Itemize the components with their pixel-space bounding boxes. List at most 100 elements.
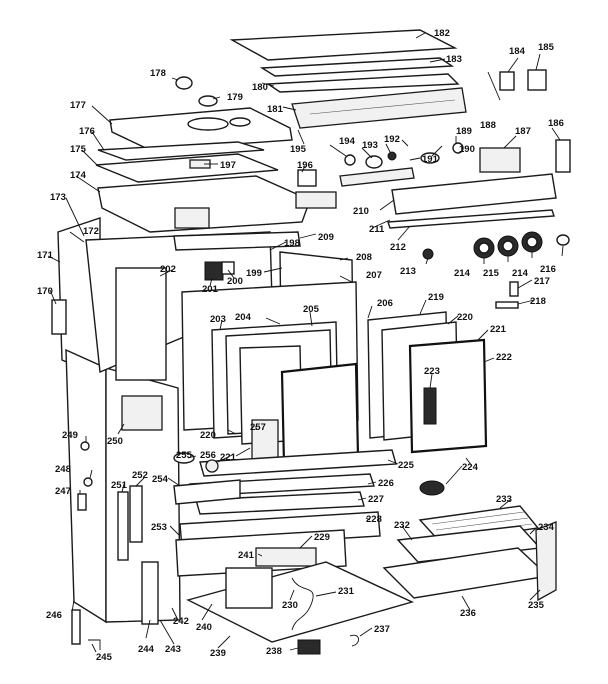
callout-233: 233	[496, 494, 512, 505]
terminal-block	[297, 639, 321, 655]
callout-201: 201	[202, 284, 219, 295]
door-handle	[423, 387, 437, 425]
timer-knob	[556, 234, 570, 246]
drawer-bottom	[186, 561, 414, 643]
callout-202: 202	[160, 264, 176, 275]
callout-203: 203	[210, 314, 226, 325]
callout-196: 196	[297, 160, 313, 171]
callout-176: 176	[79, 126, 95, 137]
top-trim	[259, 57, 455, 77]
callout-212: 212	[390, 242, 406, 253]
callout-187: 187	[515, 126, 531, 137]
callout-205: 205	[303, 304, 320, 315]
callout-173: 173	[50, 192, 66, 203]
lead-wire	[487, 71, 501, 101]
callout-177: 177	[70, 100, 86, 111]
callout-209: 209	[318, 232, 334, 243]
callout-181: 181	[267, 104, 284, 115]
insulation-pad	[97, 141, 265, 161]
callout-206: 206	[377, 298, 393, 309]
callout-254: 254	[152, 474, 169, 485]
drawer-rail	[199, 449, 397, 477]
callout-244: 244	[138, 644, 155, 655]
callout-186: 186	[548, 118, 564, 129]
broiler-pan-base	[382, 547, 550, 599]
callout-239: 239	[210, 648, 226, 659]
callout-174: 174	[70, 170, 87, 181]
oven-door-panel	[115, 267, 167, 381]
broiler-pan-grid	[418, 505, 540, 543]
callout-222: 222	[496, 352, 512, 363]
callout-220b: 220	[200, 430, 216, 441]
switch	[499, 71, 515, 91]
callout-247: 247	[55, 486, 71, 497]
control-bracket	[339, 167, 415, 187]
callout-236: 236	[460, 608, 476, 619]
callout-labels: 182 183 180 181 178 179 184 185 188 186 …	[37, 28, 564, 663]
callout-227: 227	[368, 494, 384, 505]
callout-231: 231	[338, 586, 355, 597]
callout-190: 190	[459, 144, 475, 155]
callout-217: 217	[534, 276, 550, 287]
callout-192: 192	[384, 134, 400, 145]
callout-226: 226	[378, 478, 394, 489]
callout-195: 195	[290, 144, 307, 155]
callout-221: 221	[490, 324, 507, 335]
callout-216: 216	[540, 264, 556, 275]
callout-200: 200	[227, 276, 243, 287]
top-panel	[229, 29, 458, 61]
callout-194: 194	[339, 136, 356, 147]
callout-243: 243	[165, 644, 181, 655]
callout-197: 197	[220, 160, 236, 171]
callout-170: 170	[37, 286, 53, 297]
callout-184: 184	[509, 46, 526, 57]
rear-trim	[265, 73, 460, 93]
callout-255: 255	[176, 450, 193, 461]
hinge	[117, 491, 129, 561]
callout-240: 240	[196, 622, 212, 633]
callout-214: 214	[454, 268, 471, 279]
callout-215: 215	[483, 268, 500, 279]
leader-lines	[47, 32, 564, 653]
switch-2	[527, 69, 547, 91]
callout-230: 230	[282, 600, 298, 611]
callout-238: 238	[266, 646, 282, 657]
callout-224: 224	[462, 462, 479, 473]
callout-204: 204	[235, 312, 252, 323]
hinge-2	[129, 485, 143, 543]
drawer-knob	[419, 480, 445, 496]
callout-218: 218	[530, 296, 546, 307]
callout-211: 211	[369, 224, 385, 235]
callout-179: 179	[227, 92, 243, 103]
grommet	[175, 76, 193, 90]
callout-199: 199	[246, 268, 262, 279]
drawer-rail-3	[195, 491, 365, 515]
callout-178: 178	[150, 68, 166, 79]
callout-250: 250	[107, 436, 123, 447]
callout-189: 189	[456, 126, 472, 137]
callout-185: 185	[538, 42, 555, 53]
callout-234: 234	[538, 522, 555, 533]
callout-198: 198	[284, 238, 300, 249]
callout-207: 207	[366, 270, 382, 281]
callout-191: 191	[422, 154, 439, 165]
callout-242: 242	[173, 616, 189, 627]
callout-219: 219	[428, 292, 444, 303]
backguard	[291, 87, 467, 129]
callout-253: 253	[151, 522, 167, 533]
callout-228: 228	[366, 514, 382, 525]
parts-layer	[51, 29, 571, 655]
callout-248: 248	[55, 464, 71, 475]
callout-214b: 214	[512, 268, 529, 279]
callout-183: 183	[446, 54, 462, 65]
callout-193: 193	[362, 140, 378, 151]
burner-box	[97, 175, 311, 233]
trim-strip	[387, 209, 555, 229]
callout-232: 232	[394, 520, 410, 531]
door-glass	[280, 362, 360, 466]
callout-171: 171	[37, 250, 54, 261]
callout-210: 210	[353, 206, 369, 217]
callout-220: 220	[457, 312, 473, 323]
callout-223: 223	[424, 366, 440, 377]
